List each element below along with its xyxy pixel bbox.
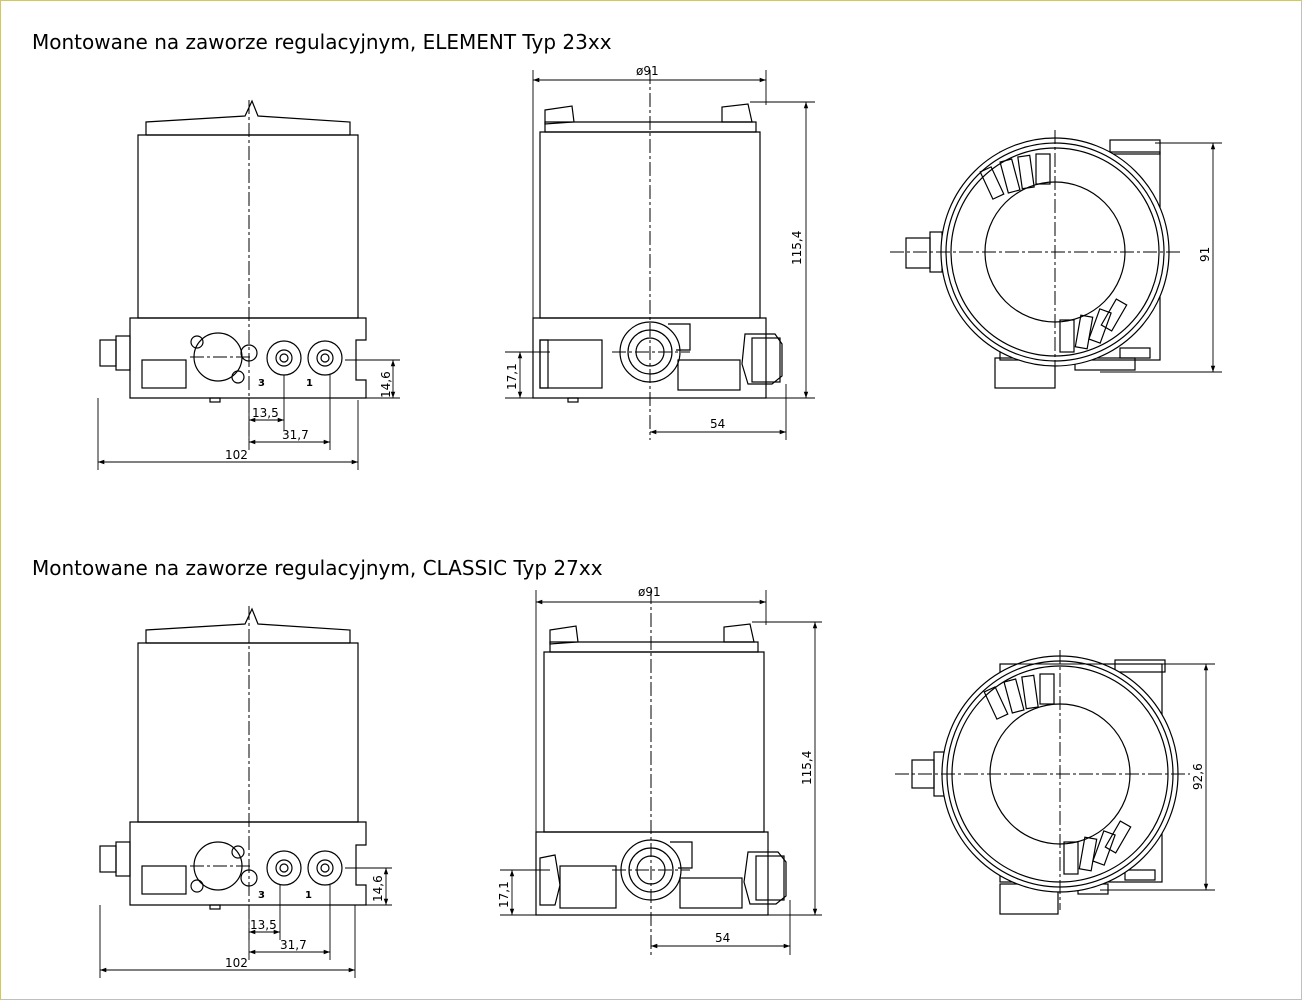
port-1-label: 1 (305, 890, 312, 901)
port-1-label: 1 (306, 378, 313, 389)
dim-phi91: ø91 (638, 585, 661, 599)
section-title-classic: Montowane na zaworze regulacyjnym, CLASS… (32, 556, 603, 580)
classic-front-view: 3 1 13,5 31,7 102 14,6 (99, 606, 392, 978)
dim-102: 102 (225, 448, 248, 462)
dim-13-5: 13,5 (252, 406, 279, 420)
dim-54: 54 (710, 417, 725, 431)
port-3-label: 3 (258, 378, 265, 389)
dim-102: 102 (225, 956, 248, 970)
element-side-view: ø91 115,4 17,1 54 (505, 64, 815, 440)
element-top-view: 91 (890, 130, 1222, 389)
dim-14-6: 14,6 (379, 371, 393, 398)
dim-92-6: 92,6 (1191, 763, 1205, 790)
section-title-element: Montowane na zaworze regulacyjnym, ELEME… (32, 30, 612, 54)
element-front-view: 3 1 13,5 31,7 102 14,6 (97, 99, 400, 470)
dim-31-7: 31,7 (280, 938, 307, 952)
dim-13-5: 13,5 (250, 918, 277, 932)
dim-91: 91 (1198, 247, 1212, 262)
dim-17-1: 17,1 (505, 363, 519, 390)
classic-side-view: ø91 115,4 17,1 54 (497, 585, 822, 955)
dim-17-1: 17,1 (497, 881, 511, 908)
dim-54: 54 (715, 931, 730, 945)
port-3-label: 3 (258, 890, 265, 901)
classic-top-view: 92,6 (895, 650, 1215, 915)
dim-phi91: ø91 (636, 64, 659, 78)
dim-14-6: 14,6 (371, 875, 385, 902)
dim-31-7: 31,7 (282, 428, 309, 442)
dim-115-4: 115,4 (790, 231, 804, 265)
dim-115-4: 115,4 (800, 751, 814, 785)
